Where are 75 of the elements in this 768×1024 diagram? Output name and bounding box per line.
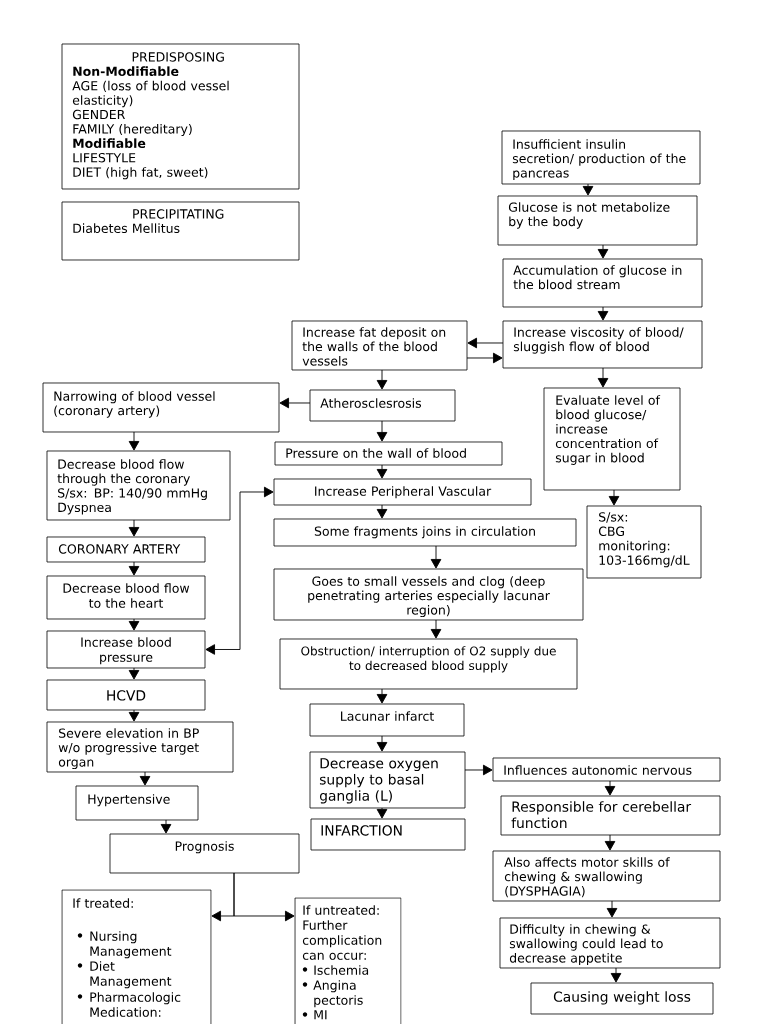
list-box: If untreated: Further complication can occur: Ischemia Angina pectoris MI: [294, 897, 402, 1024]
process-box: Responsible for cerebellar function: [500, 795, 721, 836]
arrow: [128, 519, 140, 537]
process-box: Influences autonomic nervous: [492, 757, 721, 782]
node-label: If untreated:: [303, 905, 379, 915]
arrow: [467, 337, 504, 349]
process-box: Atherosclesrosis: [309, 389, 456, 422]
text-box: PREDISPOSING Non-Modifiable AGE (loss of blood vessel elasticity) GENDER FAMILY (hereditary) Modifiable LIFESTYLE DIET (high fat, sweet): [61, 43, 300, 190]
process-box: Decrease blood flow to the heart: [46, 575, 206, 620]
arrow: [376, 735, 388, 752]
arrow: [128, 667, 140, 680]
arrow: [128, 561, 140, 576]
process-box: Severe elevation in BP w/o progressive target organ: [46, 721, 234, 773]
arrow: [597, 306, 609, 321]
arrow: [233, 872, 295, 922]
arrow: [608, 489, 620, 506]
arrow: [376, 420, 388, 442]
process-box: Narrowing of blood vessel (coronary artery): [42, 382, 280, 433]
process-box: Causing weight loss: [530, 982, 714, 1015]
arrow: [604, 780, 616, 796]
node-label: Nursing Management: [90, 931, 172, 959]
process-box: Increase fat deposit on the walls of the blood vessels: [291, 320, 468, 371]
process-box: INFARCTION: [310, 818, 466, 851]
process-box: Insufficient insulin secretion/ production of the pancreas: [501, 130, 701, 185]
arrow: [606, 900, 618, 918]
process-box: Increase blood pressure: [46, 630, 206, 669]
process-box: Difficulty in chewing & swallowing could lead to decrease appetite: [499, 917, 721, 969]
node-label: Pharmacologic Medication:: [90, 992, 181, 1017]
process-box: HCVD: [46, 679, 206, 711]
process-box: Hypertensive: [75, 785, 199, 821]
arrow: [610, 967, 622, 983]
arrow: [376, 807, 388, 819]
arrow: [376, 688, 388, 704]
arrow: [597, 244, 609, 259]
process-box: Prognosis: [109, 833, 300, 874]
process-box: Evaluate level of blood glucose/ increase concentration of sugar in blood: [543, 387, 681, 491]
arrow: [597, 367, 609, 388]
list-box: If treated: Nursing Management Diet Management Pharmacologic Medication:: [61, 889, 212, 1024]
process-box: Decrease oxygen supply to basal ganglia (L): [309, 751, 466, 809]
node-label: MI: [314, 1010, 327, 1020]
process-box: CORONARY ARTERY: [46, 536, 206, 563]
process-box: Also affects motor skills of chewing & swallowing (DYSPHAGIA): [492, 850, 721, 902]
process-box: Pressure on the wall of blood: [274, 441, 503, 466]
arrow: [128, 709, 140, 722]
node-label: Diet Management: [90, 961, 172, 989]
process-box: Glucose is not metabolize by the body: [497, 195, 698, 246]
double-arrow: [205, 486, 274, 655]
arrow: [466, 352, 503, 364]
process-box: Increase viscosity of blood/ sluggish flow of blood: [502, 320, 703, 369]
process-box: Obstruction/ interruption of O2 supply due to decreased blood supply: [279, 638, 578, 690]
process-box: Goes to small vessels and clog (deep penetrating arteries especially lacunar region): [273, 568, 584, 621]
arrow: [582, 183, 594, 196]
process-box: Lacunar infarct: [309, 703, 465, 737]
node-label: Further complication can occur:: [302, 920, 382, 960]
node-label: If treated:: [73, 898, 133, 908]
arrow: [376, 369, 388, 390]
text-box: PRECIPITATING Diabetes Mellitus: [61, 201, 300, 261]
arrow: [128, 618, 140, 631]
arrow: [139, 771, 151, 786]
arrow: [160, 819, 172, 834]
arrow: [128, 431, 140, 451]
arrow: [279, 397, 311, 409]
node-label: Angina pectoris: [313, 980, 363, 1008]
process-box: Increase Peripheral Vascular: [273, 478, 532, 506]
arrow: [604, 834, 616, 851]
arrow: [376, 504, 388, 519]
arrow: [430, 619, 442, 639]
arrow: [464, 764, 493, 776]
process-box: Decrease blood flow through the coronary S/sx: BP: 140/90 mmHg Dyspnea: [46, 450, 231, 521]
process-box: Some fragments joins in circulation: [273, 518, 577, 547]
node-label: Ischemia: [314, 965, 369, 975]
process-box: Accumulation of glucose in the blood stream: [502, 258, 703, 308]
process-box: S/sx: CBG monitoring: 103-166mg/dL: [586, 505, 702, 579]
arrow: [376, 464, 388, 479]
arrow: [430, 545, 442, 569]
